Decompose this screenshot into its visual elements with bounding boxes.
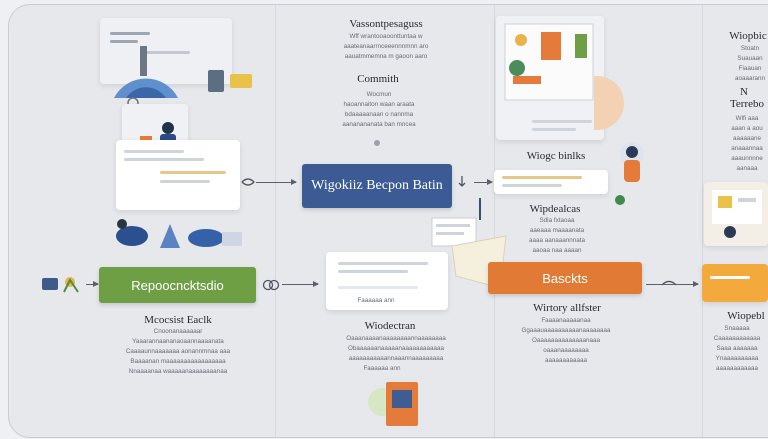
arrow-icon (661, 280, 677, 286)
text-wirtory-2: Oaaaaaaaaaaaaaanaaa (532, 337, 600, 344)
text-mcocsist-1: Yaaarannaananaoaannaaaanata (132, 338, 224, 345)
heading-wipdealcas: Wipdealcas (529, 203, 581, 215)
text-top-center-1: aaateanaarrnceeennnmnn aro (343, 43, 429, 50)
heading-wiodectran: Wiodectran (364, 320, 416, 332)
link-icon (262, 279, 280, 291)
heading-right-mid: Terrebo (729, 98, 765, 110)
text-top-right-1: Suauaan (737, 55, 763, 62)
text-form-card: Faaaaaa ann (357, 297, 395, 304)
column-divider (275, 5, 276, 437)
gear-icon (208, 70, 252, 92)
connector-arrow (282, 281, 319, 287)
node-orange[interactable]: Basckts (488, 262, 642, 294)
text-wipdealcas-0: Sdla fxtaoaa (539, 217, 575, 224)
text-top-center-0: Wff wrantooaoonttuntaa w (349, 33, 423, 40)
heading-top-center: Vassontpesaguss (349, 18, 423, 30)
text-center-mid-0: Wocmun (366, 91, 392, 98)
text-mcocsist-2: Caaaaunnaaaaaaa aonannmnaa aaa (125, 348, 231, 355)
text-wipdealcas-1: aaeaaa maaaanata (529, 227, 585, 234)
team-working-icon (116, 219, 242, 248)
connector-arrow (256, 179, 297, 185)
text-wipdealcas-3: aaoaa naa aaaan (532, 247, 582, 254)
heading-wirtory: Wirtory allfster (533, 302, 601, 314)
column-divider (494, 5, 495, 437)
text-center-mid-2: bdaaaaanaan o nannma (344, 111, 414, 118)
column-divider (702, 5, 703, 437)
text-wiopebl-0: Snaaaaa (724, 325, 750, 332)
text-right-mid-4: aaaunnnne (731, 155, 763, 162)
text-top-center-2: aauatmmemna m gaoon aaro (344, 53, 428, 60)
heading-center-mid: Commith (357, 73, 399, 85)
connector-arrow (646, 281, 699, 287)
text-wiopebl-1: Caaaaaaaaaaaa (713, 335, 761, 342)
text-wiopebl-3: Ynaaaaaaaaaa (715, 355, 759, 362)
letter-mark: N (740, 86, 748, 98)
text-center-mid-3: aananananata ban mncea (342, 121, 416, 128)
list-card (494, 170, 608, 194)
text-top-right-3: aoaaarann (734, 75, 766, 82)
text-wiopebl-4: aaaaaaaaaaaa (715, 365, 759, 372)
form-card (326, 252, 448, 310)
dot-icon (374, 140, 380, 146)
text-wirtory-4: aaaaaaaaaaaa (544, 357, 588, 364)
node-green[interactable]: Repoocncktsdio (99, 267, 256, 303)
text-wirtory-3: oaaanaaaaaaaa (543, 347, 589, 354)
text-wiodectran-3: Faaaaaa ann (363, 365, 401, 372)
text-wirtory-0: Faaaanaaaaanaa (541, 317, 591, 324)
heading-wiogc: Wiogc binlks (526, 150, 586, 162)
connector-arrow (86, 281, 99, 287)
palette-icon (712, 190, 762, 238)
text-wipdealcas-2: aaaa aanaaannnata (528, 237, 586, 244)
text-right-mid-1: aaan a aou (731, 125, 763, 132)
text-wiodectran-2: aaaaaaaaaaannaaannaaaaaaaaa (348, 355, 444, 362)
orange-card (702, 264, 768, 302)
text-right-mid-2: aaaaaane (732, 135, 762, 142)
heading-wiopebl: Wiopebl (727, 310, 765, 322)
text-wiodectran-0: Oaaanaaaanaaaaaaaannaaaaaaaa (346, 335, 446, 342)
heading-mcocsist: Mcocsist Eaclk (144, 314, 212, 326)
text-right-mid-3: anaaannaa (731, 145, 763, 152)
connector-arrow (474, 179, 493, 185)
link-icon (241, 178, 255, 186)
phone-icon (368, 382, 418, 426)
text-wirtory-1: Ggaaauaaaaaaaaaanaaaaaaaa (521, 327, 611, 334)
text-mcocsist-4: Nnaaaanaa waaaaanaaaaaaaanaa (128, 368, 228, 375)
text-wiodectran-1: Obaaaaaanaaaaanaaaaaaaaaaaa (348, 345, 444, 352)
text-right-mid-0: Wlfi aaa (735, 115, 759, 122)
text-mcocsist-0: Cnoonanaaaaaar (153, 328, 203, 335)
text-wiopebl-2: Saaa aaaaaaa (716, 345, 758, 352)
robot-arm-icon (114, 46, 178, 98)
text-top-right-0: Stoatn (740, 45, 760, 52)
text-top-right-2: Fiaauan (738, 65, 762, 72)
text-center-mid-1: haoannaiton waan araata (343, 101, 415, 108)
person-sitting-icon (615, 142, 644, 205)
text-mcocsist-3: Baaaanan maaaaaaaaaaaaaaaaa (130, 358, 226, 365)
node-blue[interactable]: Wigokiiz Becpon Batin (302, 164, 452, 208)
plant-icon (42, 277, 79, 293)
laptop-icon (504, 23, 594, 101)
text-right-mid-5: aanaaa (736, 165, 758, 172)
dashboard-card (116, 140, 240, 210)
heading-top-right: Wiopbic (729, 30, 767, 42)
arrow-icon (458, 176, 466, 187)
